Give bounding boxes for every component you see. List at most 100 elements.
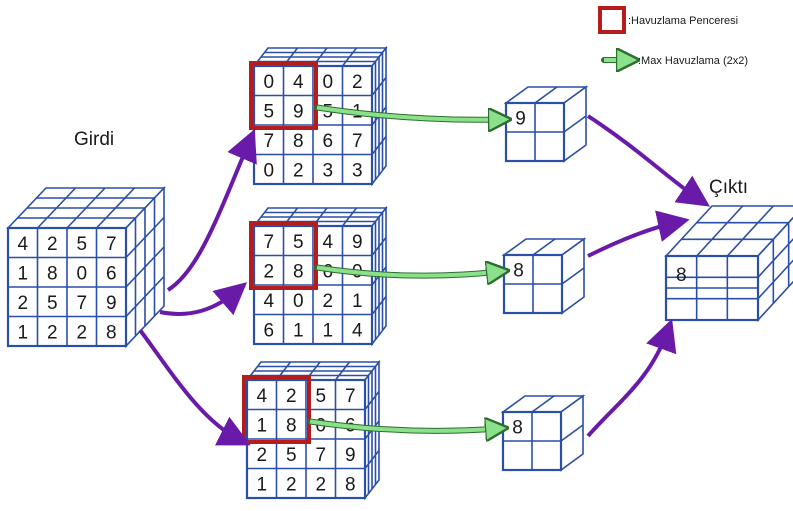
legend-arrow-label: :Max Havuzlama (2x2) <box>638 55 748 67</box>
pooling-window-1 <box>249 61 318 130</box>
pooled-cube-3 <box>500 394 586 472</box>
channel-matrix-2-cell: 4 <box>322 232 333 253</box>
pooled-cube-1 <box>503 85 589 163</box>
channel-matrix-2-cell: 5 <box>293 232 304 253</box>
channel-matrix-1-cell: 6 <box>322 131 333 152</box>
input-matrix-cell: 8 <box>47 263 58 284</box>
pooled-cube-3-side-line <box>560 424 584 442</box>
input-label: Girdi <box>74 129 114 150</box>
pooling-window-2 <box>249 221 318 290</box>
pooled-cube-2-top-line <box>532 238 556 256</box>
input-matrix-cell: 1 <box>17 263 28 284</box>
channel-matrix-3-cell: 2 <box>315 474 326 495</box>
output-cube-side-line <box>757 238 793 278</box>
channel-matrix-2-cell: 4 <box>352 320 363 341</box>
channel-matrix-3-cell: 1 <box>256 415 267 436</box>
output-cube-side-line <box>757 259 793 300</box>
purple-arrow-5 <box>587 210 690 258</box>
channel-matrix-1-cell: 4 <box>293 72 304 93</box>
channel-matrix-1-cell: 7 <box>263 131 274 152</box>
channel-matrix-1-cell: 9 <box>293 101 304 122</box>
input-matrix-cell: 2 <box>17 293 28 314</box>
channel-matrix-2-cell: 2 <box>263 261 274 282</box>
channel-matrix-1-cell: 3 <box>322 160 333 181</box>
channel-matrix-2-cell: 8 <box>293 261 304 282</box>
channel-matrix-2-cell: 1 <box>322 320 333 341</box>
pooled-value-2: 8 <box>513 261 524 282</box>
purple-arrow-1 <box>166 128 257 292</box>
input-matrix-cell: 5 <box>76 234 87 255</box>
pooled-cube-2 <box>501 237 587 315</box>
legend: :Havuzlama Penceresi :Max Havuzlama (2x2… <box>598 6 748 67</box>
channel-matrix-3-cell: 4 <box>256 386 267 407</box>
channel-matrix-2-cell: 0 <box>293 291 304 312</box>
input-matrix-cell: 2 <box>47 234 58 255</box>
channel-matrix-3-cell: 2 <box>286 386 297 407</box>
channel-matrix-2-cell: 7 <box>263 232 274 253</box>
legend-window-swatch <box>598 6 626 34</box>
green-arrow-2 <box>316 268 500 276</box>
channel-matrix-1-cell: 0 <box>263 160 274 181</box>
output-cube-top-line <box>726 205 774 257</box>
input-matrix-cell: 1 <box>17 322 28 343</box>
purple-arrow-2 <box>159 282 248 316</box>
output-cube-top-line <box>696 205 744 257</box>
channel-matrix-1-cell: 7 <box>352 131 363 152</box>
pooled-cube-3-top-line <box>531 395 555 413</box>
pooled-cube-2-side-line <box>561 267 585 285</box>
channel-matrix-3-cell: 2 <box>286 474 297 495</box>
channel-matrix-1-cell: 8 <box>293 131 304 152</box>
channel-matrix-1-cell: 2 <box>293 160 304 181</box>
output-value: 8 <box>676 265 687 286</box>
input-matrix-cell: 8 <box>106 322 117 343</box>
pooled-cube-1-top-line <box>534 86 558 104</box>
channel-matrix-2-cell: 1 <box>293 320 304 341</box>
purple-arrow-4 <box>586 114 710 207</box>
channel-matrix-3-cell: 7 <box>315 445 326 466</box>
purple-arrow-6 <box>586 318 677 438</box>
arrows-layer <box>138 104 710 446</box>
green-arrow-1 <box>316 105 502 120</box>
channel-matrix-3-cell: 9 <box>345 445 356 466</box>
input-matrix-cell: 5 <box>47 293 58 314</box>
output-label: Çıktı <box>709 177 748 198</box>
pooled-value-1: 9 <box>515 109 526 130</box>
pooled-value-3: 8 <box>512 418 523 439</box>
input-matrix-cell: 4 <box>17 234 28 255</box>
channel-matrix-2-cell: 4 <box>263 291 274 312</box>
channel-matrix-2-cell: 9 <box>352 232 363 253</box>
output-cube <box>664 205 793 323</box>
channel-matrix-1-cell: 5 <box>263 101 274 122</box>
channel-matrix-1-cell: 2 <box>352 72 363 93</box>
pooled-cube-1-side-line <box>563 115 587 133</box>
input-matrix-cell: 6 <box>106 263 117 284</box>
purple-arrow-3 <box>138 328 251 446</box>
channel-matrix-1-cell: 0 <box>322 72 333 93</box>
channel-matrix-2-cell: 2 <box>322 291 333 312</box>
input-matrix-cell: 9 <box>106 293 117 314</box>
input-matrix-cell: 7 <box>76 293 87 314</box>
channel-matrix-3-cell: 2 <box>256 445 267 466</box>
input-matrix-cell: 2 <box>76 322 87 343</box>
legend-window-label: :Havuzlama Penceresi <box>628 15 738 27</box>
channel-matrix-3-cell: 5 <box>286 445 297 466</box>
green-arrow-3 <box>309 422 499 431</box>
input-matrix-cell: 2 <box>47 322 58 343</box>
channel-matrix-3-cell: 5 <box>315 386 326 407</box>
channel-matrix-2-cell: 6 <box>263 320 274 341</box>
input-matrix-cell: 0 <box>76 263 87 284</box>
channel-matrix-2-cell: 1 <box>352 291 363 312</box>
channel-matrix-1-cell: 3 <box>352 160 363 181</box>
channel-matrix-3-cell: 7 <box>345 386 356 407</box>
channel-matrix-3-cell: 1 <box>256 474 267 495</box>
input-matrix-cell: 7 <box>106 234 117 255</box>
input-cube <box>6 185 166 349</box>
channel-matrix-1-cell: 0 <box>263 72 274 93</box>
channel-matrix-3-cell: 8 <box>286 415 297 436</box>
channel-cube-1 <box>252 45 388 187</box>
pooling-window-3 <box>242 375 311 444</box>
channel-matrix-3-cell: 8 <box>345 474 356 495</box>
